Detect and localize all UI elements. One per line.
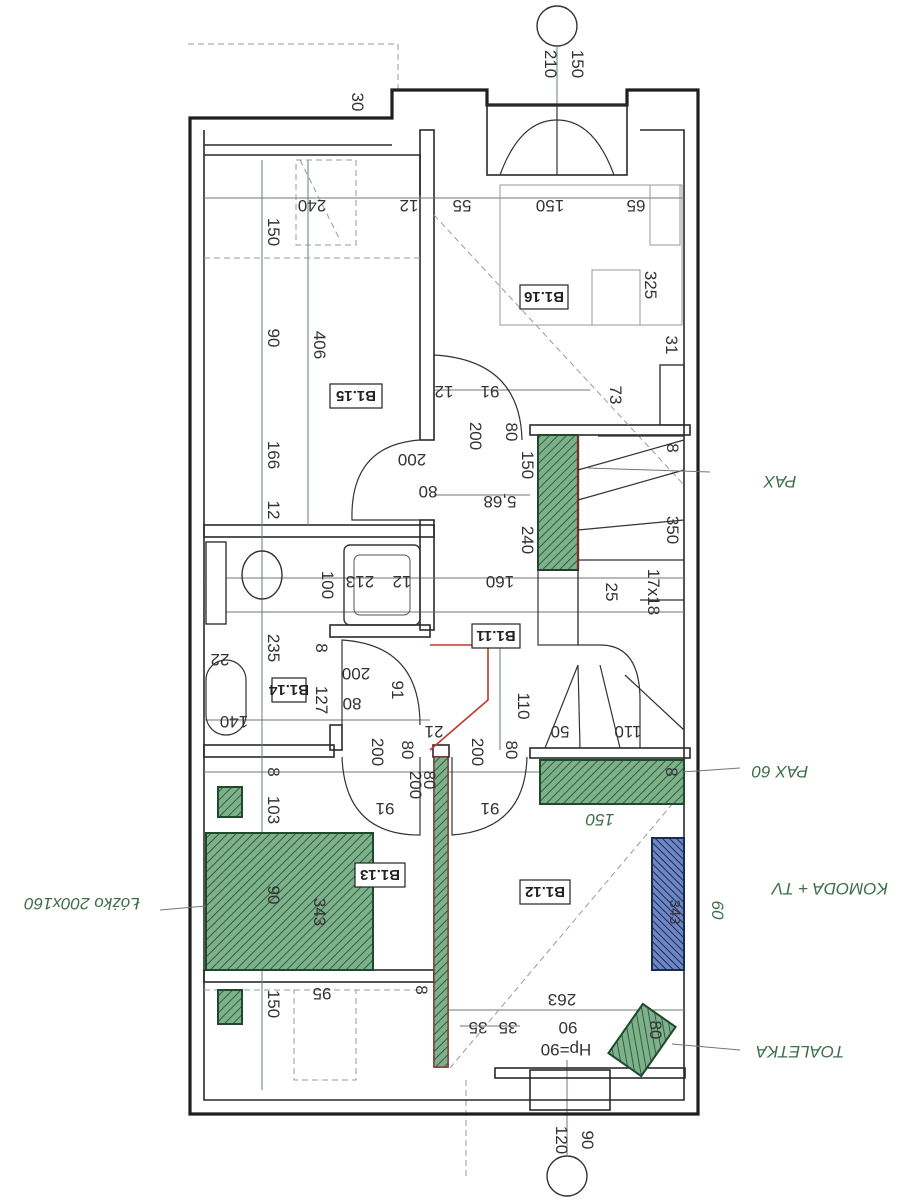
dim: 12	[435, 382, 454, 401]
dim: 150	[518, 451, 537, 479]
dim: 150	[264, 218, 283, 246]
note-toaletka: TOALETKA	[756, 1042, 845, 1061]
furniture	[205, 759, 685, 1078]
handwritten-notes: PAX PAX 60 150 Łóżko 200x160 60 KOMODA +…	[24, 467, 888, 1061]
dim: 73	[606, 386, 625, 405]
dim: 80	[419, 482, 438, 501]
dim: 30	[348, 93, 367, 112]
dim: 12	[393, 572, 412, 591]
dim: 210	[541, 50, 560, 78]
note-60: 60	[708, 901, 727, 920]
dim: 80	[420, 771, 439, 790]
dim: 80	[646, 1021, 665, 1040]
dimension-texts: 210 150 30 240 12 55 150 65 150 90 406 1…	[211, 50, 683, 1154]
dim: 80	[398, 741, 417, 760]
note-150: 150	[585, 810, 614, 829]
dim: 166	[264, 441, 283, 469]
dim: 127	[312, 686, 331, 714]
dim: 263	[548, 990, 576, 1009]
dim: 90	[264, 329, 283, 348]
dim: 80	[502, 423, 521, 442]
dim: 91	[376, 799, 395, 818]
dim: 8	[312, 643, 331, 652]
dim: 150	[568, 50, 587, 78]
dim: 90	[559, 1018, 578, 1037]
dim: Hp=90	[541, 1040, 592, 1059]
room-b116-label: B1.16	[524, 288, 564, 305]
dim: 91	[481, 382, 500, 401]
dim: 200	[466, 422, 485, 450]
dim: 35	[499, 1018, 518, 1037]
dim: 350	[663, 516, 682, 544]
dim: 200	[468, 738, 487, 766]
dim: 150	[264, 990, 283, 1018]
dim: 200	[406, 771, 425, 799]
dim: 25	[602, 583, 621, 602]
dim: 21	[425, 722, 444, 741]
dim: 91	[481, 799, 500, 818]
dim: 150	[536, 196, 564, 215]
dim: 91	[388, 681, 407, 700]
dim: 240	[298, 196, 326, 215]
dim: 200	[342, 664, 370, 683]
dim: 8	[662, 767, 681, 776]
dim: 140	[220, 712, 248, 731]
room-b111-label: B1.11	[476, 627, 515, 644]
dim: 55	[453, 196, 472, 215]
dim: 95	[313, 984, 332, 1003]
dim: 12	[264, 501, 283, 520]
axis-bottom	[546, 1060, 588, 1197]
dim: 200	[368, 738, 387, 766]
dim: 160	[486, 572, 514, 591]
dim: 5,68	[483, 492, 516, 511]
dim: 235	[264, 634, 283, 662]
staircase	[537, 434, 685, 749]
dim: 120	[552, 1126, 571, 1154]
dim: 406	[310, 331, 329, 359]
room-b115-label: B1.15	[336, 387, 376, 404]
dim: 22	[211, 650, 230, 669]
dim: 12	[400, 196, 419, 215]
dim: 8	[663, 443, 682, 452]
dim: 213	[346, 572, 374, 591]
dim: 325	[641, 271, 660, 299]
note-lozko: Łóżko 200x160	[24, 894, 140, 913]
dim: 100	[318, 571, 337, 599]
dim: 65	[627, 196, 646, 215]
dim: 31	[662, 336, 681, 355]
dim: 8	[264, 767, 283, 776]
dim: 17x18	[644, 569, 663, 615]
dim: 343	[666, 899, 683, 924]
note-pax-60: PAX 60	[751, 762, 808, 781]
room-labels: B1.15 B1.16 B1.11 B1.14 B1.13 B1.12	[268, 284, 571, 905]
balcony-door	[486, 104, 628, 176]
door-swings	[341, 354, 528, 836]
bathroom-fixtures	[205, 364, 685, 736]
room-b112-label: B1.12	[525, 883, 565, 900]
dim: 90	[264, 886, 283, 905]
dim: 80	[343, 694, 362, 713]
note-komoda-tv: KOMODA + TV	[770, 879, 888, 898]
dim: 103	[264, 796, 283, 824]
dim: 8	[412, 985, 431, 994]
note-pax: PAX	[763, 472, 796, 491]
dim: 240	[518, 526, 537, 554]
dim: 90	[578, 1131, 597, 1150]
dim: 200	[398, 450, 426, 469]
dim: 80	[502, 741, 521, 760]
dim: 110	[514, 692, 533, 719]
dim: 50	[551, 722, 570, 741]
dim: 35	[469, 1018, 488, 1037]
dim: 343	[310, 898, 329, 926]
room-b113-label: B1.13	[360, 866, 400, 883]
room-b114-label: B1.14	[268, 681, 309, 698]
dim: 110	[614, 722, 641, 741]
